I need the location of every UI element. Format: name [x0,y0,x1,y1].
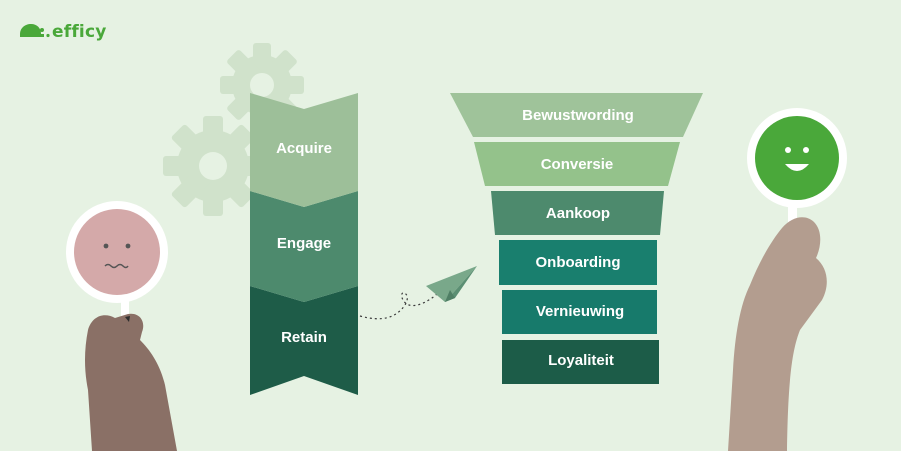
chevron-label-acquire: Acquire [276,140,332,157]
funnel-label-5: Vernieuwing [535,303,625,320]
flight-path [359,292,438,320]
left-hand-sign [66,201,177,451]
chevron-engage [250,191,358,302]
efficy-logo: efficy [52,22,107,42]
gears-icon [163,43,304,216]
happy-face-icon [755,116,839,200]
funnel-layer-5 [502,290,657,334]
funnel-layer-2 [474,142,680,186]
funnel-layer-6 [502,340,659,384]
brand-name: efficy [52,22,107,42]
funnel-label-3: Aankoop [545,205,611,222]
sad-face-icon [74,209,160,295]
chevron-retain [250,286,358,395]
chevron-label-engage: Engage [276,235,332,252]
funnel-label-2: Conversie [540,156,614,173]
funnel-layer-1 [450,93,703,137]
funnel-layer-3 [491,191,664,235]
chevron-acquire [250,93,358,207]
efficy-logo-icon [20,24,50,38]
right-hand [728,217,827,451]
lifecycle-chevrons [250,93,358,395]
chevron-label-retain: Retain [281,329,327,346]
paper-plane-icon [426,266,477,302]
funnel [450,93,703,384]
left-hand [85,313,177,451]
funnel-label-4: Onboarding [535,254,621,271]
funnel-layer-4 [499,240,657,285]
right-hand-sign [728,108,847,451]
funnel-label-6: Loyaliteit [548,352,614,369]
funnel-label-1: Bewustwording [522,107,634,124]
